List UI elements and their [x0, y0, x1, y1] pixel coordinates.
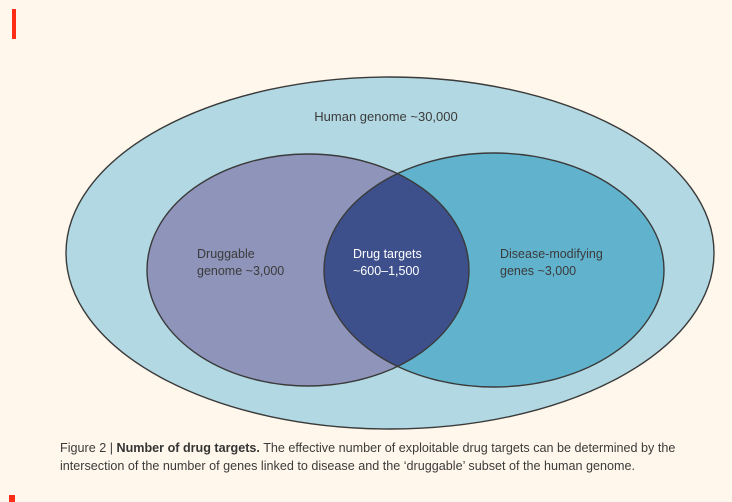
human-genome-label: Human genome ~30,000: [314, 109, 457, 124]
drug-targets-intersection: [324, 154, 469, 386]
caption-title: Number of drug targets.: [116, 441, 260, 455]
disease-modifying-genes-outline: [323, 152, 665, 388]
red-annotation-bar-top: [12, 9, 16, 39]
red-annotation-bar-bottom: [9, 495, 15, 502]
caption-figure-number: Figure 2 |: [60, 441, 117, 455]
disease-modifying-label-line1: Disease-modifying: [500, 247, 603, 261]
disease-modifying-label-line2: genes ~3,000: [500, 264, 576, 278]
druggable-genome-outline: [146, 153, 470, 387]
druggable-genome-label-line2: genome ~3,000: [197, 264, 284, 278]
figure-caption: Figure 2 | Number of drug targets. The e…: [60, 440, 710, 475]
drug-targets-label-line2: ~600–1,500: [353, 264, 419, 278]
drug-targets-label-line1: Drug targets: [353, 247, 422, 261]
druggable-genome-label-line1: Druggable: [197, 247, 255, 261]
caption-body: The effective number of exploitable drug…: [60, 441, 676, 473]
venn-diagram: Human genome ~30,000 Druggable genome ~3…: [65, 76, 715, 430]
